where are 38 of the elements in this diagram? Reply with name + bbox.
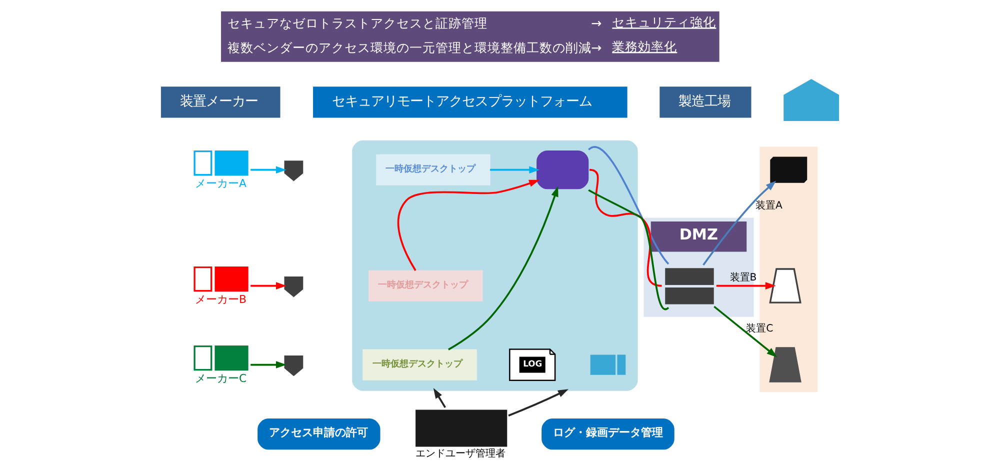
arrow — [448, 186, 558, 350]
connector — [588, 146, 670, 265]
node-robot — [769, 268, 802, 304]
arrow — [490, 166, 540, 174]
node-label: エンドユーザ管理者 — [416, 448, 506, 460]
edge-label: 装置C — [746, 323, 774, 334]
node-shield — [283, 275, 304, 299]
node-robot — [769, 347, 802, 382]
node-box: 製造工場 — [660, 86, 752, 118]
node-label: メーカーA — [194, 176, 246, 190]
arrow — [250, 166, 286, 174]
arrow — [716, 282, 776, 290]
edge-label: 装置B — [730, 272, 757, 284]
arrow — [702, 180, 776, 266]
node-box — [416, 410, 508, 447]
node-box: セキュアなゼロトラストアクセスと証跡管理 → セキュリティ強化 複数ベンダーのアクセス環境の一元管理と環境整備工数の削減→ 業務効率化 — [221, 11, 720, 62]
node-shield — [283, 159, 304, 183]
arrow — [508, 389, 568, 416]
node-box: ログ・録画データ管理 — [542, 418, 674, 450]
node-box: アクセス申請の許可 — [258, 418, 380, 450]
node-box — [536, 150, 589, 190]
node-label: メーカーC — [194, 372, 247, 385]
node-shield — [283, 354, 304, 378]
arrow — [250, 361, 286, 368]
arrow — [433, 388, 446, 408]
connector — [589, 168, 662, 287]
node-factory — [784, 79, 840, 121]
arrow — [714, 306, 778, 358]
node-label: メーカーB — [194, 292, 246, 306]
arrow — [250, 282, 286, 290]
node-box: 一時仮想デスクトップ — [362, 349, 477, 380]
node-box: 装置メーカー — [160, 86, 280, 118]
connector — [588, 189, 669, 310]
node-box: 一時仮想デスクトップ — [376, 154, 490, 186]
node-box: セキュアリモートアクセスプラットフォーム — [313, 86, 628, 118]
node-box: 一時仮想デスクトップ — [368, 270, 483, 302]
arrow — [397, 180, 540, 271]
edge-label: 装置A — [755, 200, 782, 212]
